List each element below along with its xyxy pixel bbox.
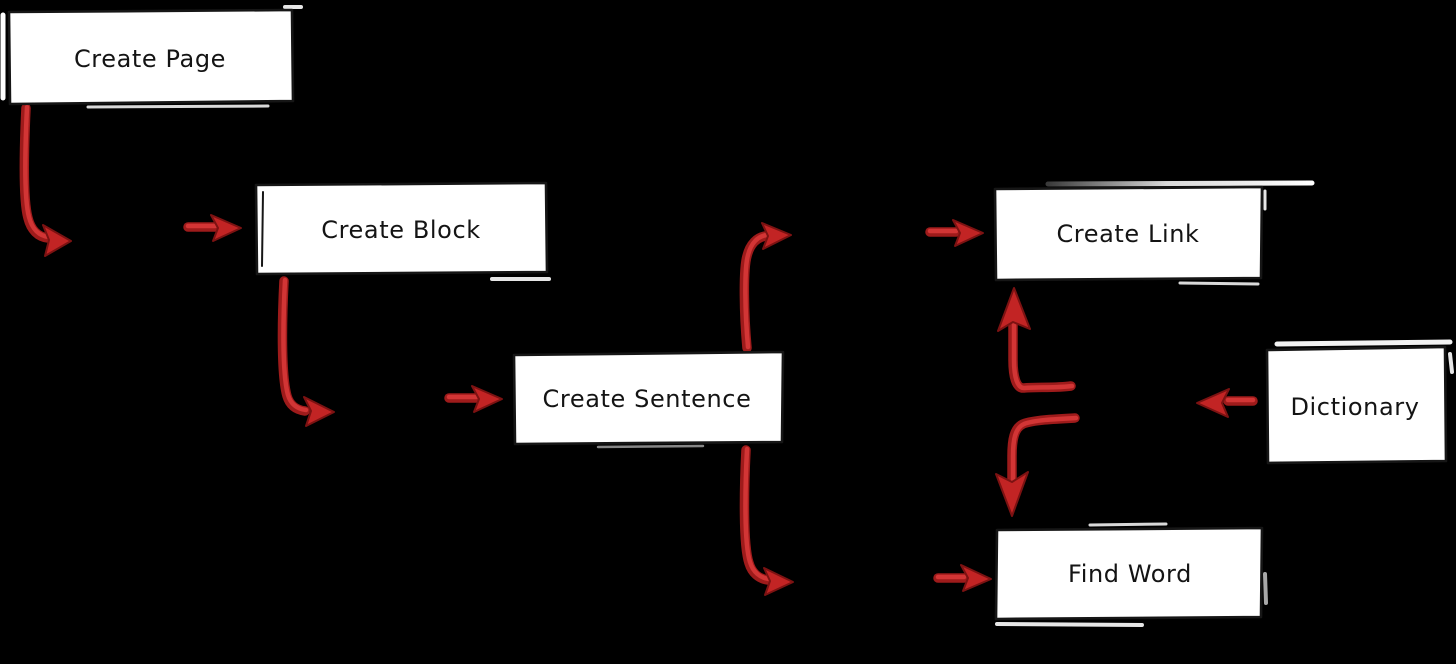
arrow-into-find-word-head (960, 564, 992, 592)
node-find-word-box (994, 526, 1264, 621)
arrow-up-into-create-link (997, 287, 1076, 393)
arrow-create-page-hook-head (42, 224, 72, 257)
node-create-link: Create Link (993, 180, 1315, 286)
node-find-word-right-streak (1263, 572, 1268, 605)
node-dictionary-label: Dictionary (1290, 393, 1419, 421)
node-create-link-label: Create Link (1056, 220, 1199, 248)
node-find-word-bottom-streak (995, 622, 1144, 627)
arrow-create-page-hook (19, 103, 72, 257)
arrow-into-create-block-head (210, 214, 242, 242)
arrow-into-create-sentence (444, 385, 503, 413)
arrow-into-create-block (183, 214, 242, 242)
node-create-sentence-box (512, 350, 785, 446)
arrow-up-into-create-link-shaft (1008, 315, 1076, 393)
arrow-down-to-find-word (995, 413, 1080, 517)
arrow-from-dictionary-head (1196, 388, 1230, 418)
node-create-page: Create Page (0, 5, 303, 109)
edges-layer (19, 103, 1258, 596)
node-dictionary: Dictionary (1265, 339, 1454, 465)
node-create-block-inner-edge (261, 191, 264, 267)
node-create-block: Create Block (254, 181, 551, 281)
arrow-into-create-sentence-head (471, 385, 503, 413)
arrow-from-dictionary (1196, 388, 1258, 418)
node-create-block-box (254, 181, 549, 276)
arrow-into-find-word (933, 564, 992, 592)
arrow-create-block-hook (277, 276, 335, 427)
node-create-link-bottom-streak (1178, 281, 1260, 286)
arrow-create-block-hook-shaft-highlight (281, 277, 309, 413)
node-create-sentence: Create Sentence (512, 350, 785, 449)
node-create-block-label: Create Block (321, 216, 481, 244)
node-dictionary-box (1265, 345, 1448, 465)
node-create-sentence-label: Create Sentence (543, 385, 752, 413)
arrow-into-create-link-head (952, 219, 984, 247)
arrow-create-sentence-up-hook-head (761, 222, 792, 250)
arrow-create-sentence-up-hook-shaft-highlight (743, 232, 770, 350)
arrow-down-to-find-word-head (995, 471, 1029, 517)
arrow-up-into-create-link-head (997, 287, 1031, 332)
arrow-down-to-find-word-shaft-highlight (1010, 415, 1079, 490)
node-dictionary-top-streak (1274, 339, 1453, 347)
nodes-layer: Create Page Create Block Create Sentence… (0, 5, 1454, 627)
node-create-link-top-streak (1045, 180, 1315, 187)
node-create-sentence-bottom-streak (596, 444, 705, 449)
arrow-into-create-link (925, 219, 984, 247)
node-find-word: Find Word (994, 522, 1268, 627)
arrow-create-page-hook-shaft-highlight (23, 104, 52, 240)
arrow-create-block-hook-head (303, 396, 335, 427)
arrow-create-sentence-down-hook-shaft-highlight (743, 446, 772, 582)
node-dictionary-right-streak (1448, 352, 1454, 374)
arrow-create-sentence-up-hook (739, 222, 792, 353)
node-create-link-box (993, 185, 1264, 282)
node-create-page-label: Create Page (74, 45, 226, 73)
node-find-word-label: Find Word (1068, 560, 1192, 588)
arrow-create-sentence-down-hook (739, 445, 794, 596)
node-create-page-box (7, 8, 295, 106)
arrow-create-sentence-down-hook-head (763, 567, 794, 596)
arrow-up-into-create-link-shaft-highlight (1011, 317, 1075, 391)
node-create-page-bottom-streak (86, 104, 270, 109)
node-find-word-top-streak (1088, 522, 1168, 527)
